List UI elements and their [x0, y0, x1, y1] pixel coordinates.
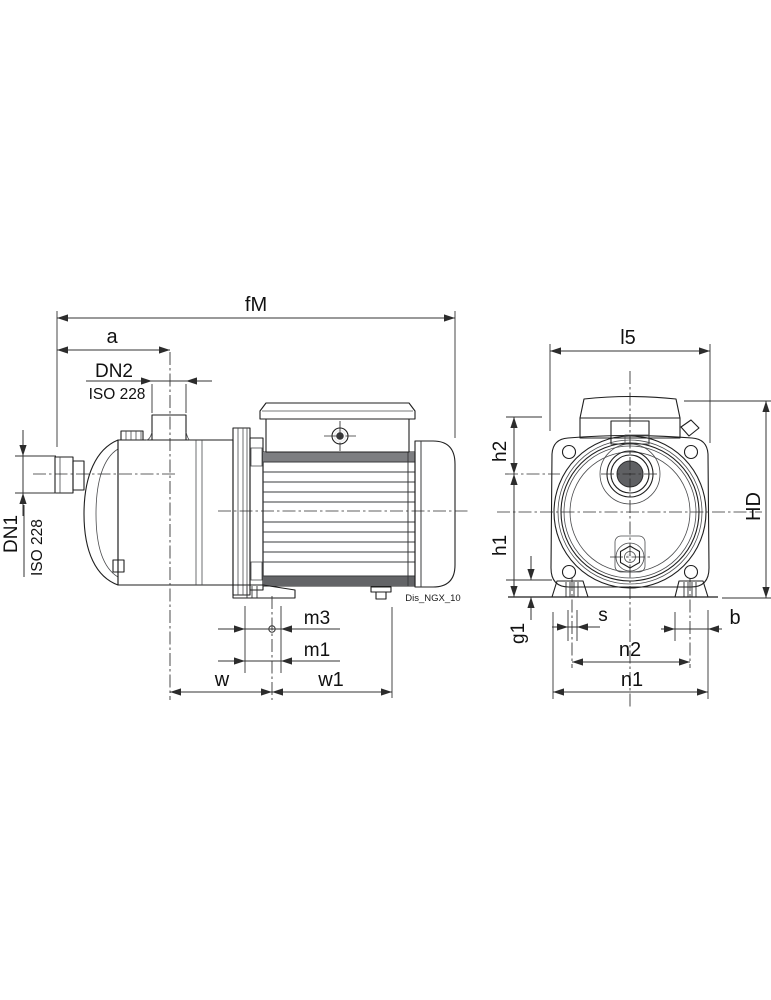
- dim-label-a: a: [106, 326, 118, 348]
- delivery-port: [145, 414, 191, 441]
- front-cable-gland: [680, 419, 700, 437]
- front-feet: [508, 580, 718, 598]
- dimension-h2: h2: [490, 416, 542, 474]
- dimension-a: a: [57, 326, 170, 354]
- motor-body: [262, 451, 416, 587]
- suction-nozzle: [54, 456, 85, 494]
- dim-label-h1: h1: [490, 535, 511, 556]
- dim-label-w1: w1: [317, 669, 344, 691]
- dim-label-m1: m1: [304, 640, 330, 661]
- dim-label-dn2-standard: ISO 228: [89, 386, 146, 403]
- mounting-hole-mark: [268, 625, 276, 633]
- dimension-fM: fM: [56, 294, 456, 447]
- dim-label-n2: n2: [619, 639, 641, 661]
- pump-casing: [117, 430, 234, 586]
- dim-label-hd: HD: [743, 492, 765, 521]
- priming-plug: [120, 430, 144, 441]
- dimension-s: s: [552, 605, 608, 641]
- motor-flange: [249, 437, 264, 591]
- dimension-l5: l5: [549, 327, 711, 443]
- motor-end-cap: [414, 440, 456, 588]
- dim-label-n1: n1: [621, 669, 643, 691]
- dimension-m3-m1: m3 m1: [218, 606, 340, 673]
- dim-label-dn2: DN2: [95, 361, 133, 382]
- motor-fins: [263, 461, 415, 577]
- dim-label-h2: h2: [490, 441, 511, 462]
- drawing-code: Dis_NGX_10: [405, 593, 460, 604]
- dim-label-s: s: [598, 605, 608, 626]
- motor-rear-foot-bolt: [370, 586, 392, 600]
- front-casing: [550, 434, 710, 588]
- side-view: fM a DN2 ISO 228 DN1 ISO: [1, 294, 470, 700]
- dimension-hd: HD: [684, 400, 771, 599]
- dimension-dn1: DN1 ISO 228: [1, 430, 56, 577]
- dim-label-w: w: [214, 669, 230, 691]
- dimension-g1: g1: [506, 556, 552, 644]
- casing-bolts: [561, 444, 699, 580]
- lantern-flange: [232, 427, 251, 596]
- side-centerlines: [33, 352, 470, 700]
- dim-label-dn1-standard: ISO 228: [29, 519, 46, 576]
- dimension-b: b: [661, 607, 741, 641]
- dim-label-l5: l5: [620, 327, 636, 349]
- motor-front-foot: [232, 584, 296, 599]
- dim-label-fM: fM: [245, 294, 267, 316]
- dimension-h1: h1: [490, 474, 518, 597]
- front-view: l5 HD h2 h1: [490, 327, 771, 707]
- dim-label-dn1: DN1: [1, 515, 22, 553]
- terminal-box: [259, 402, 416, 453]
- front-centerlines: [497, 371, 762, 707]
- dimension-w-w1: w w1: [170, 607, 393, 698]
- dim-label-b: b: [729, 607, 740, 629]
- dimension-n1: n1: [552, 610, 709, 699]
- dimension-dn2: DN2 ISO 228: [86, 361, 212, 413]
- dim-label-g1: g1: [508, 623, 529, 644]
- dim-label-m3: m3: [304, 608, 330, 629]
- dimension-n2: n2: [572, 639, 690, 666]
